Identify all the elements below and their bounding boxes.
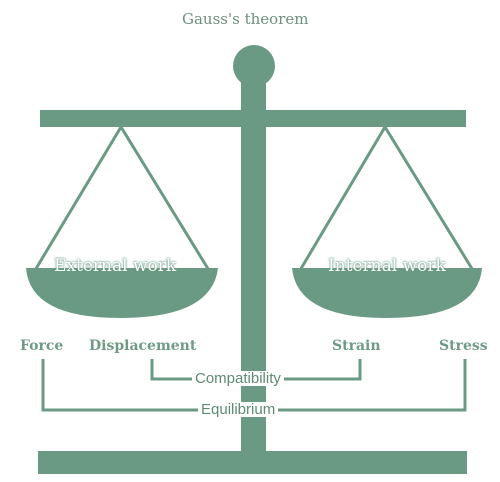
right-pan: [292, 268, 482, 318]
diagram-title: Gauss's theorem: [182, 10, 309, 28]
equilibrium-label: Equilibrium: [198, 402, 279, 417]
left-pan-string-outer: [32, 126, 123, 273]
scale-crossbeam: [40, 110, 466, 127]
left-pan-label: External work: [54, 256, 177, 276]
strain-label: Strain: [332, 338, 381, 354]
right-pan-string-outer: [383, 126, 476, 273]
displacement-label: Displacement: [89, 338, 197, 354]
compatibility-label: Compatibility: [192, 371, 284, 386]
right-pan-string-inner: [297, 126, 387, 273]
stress-label: Stress: [439, 338, 488, 354]
left-pan-string-inner: [119, 126, 212, 273]
right-pan-label: Internal work: [328, 256, 446, 276]
force-label: Force: [20, 338, 64, 354]
scale-base: [38, 451, 467, 474]
left-pan: [26, 268, 218, 318]
scale-pillar: [241, 75, 266, 465]
